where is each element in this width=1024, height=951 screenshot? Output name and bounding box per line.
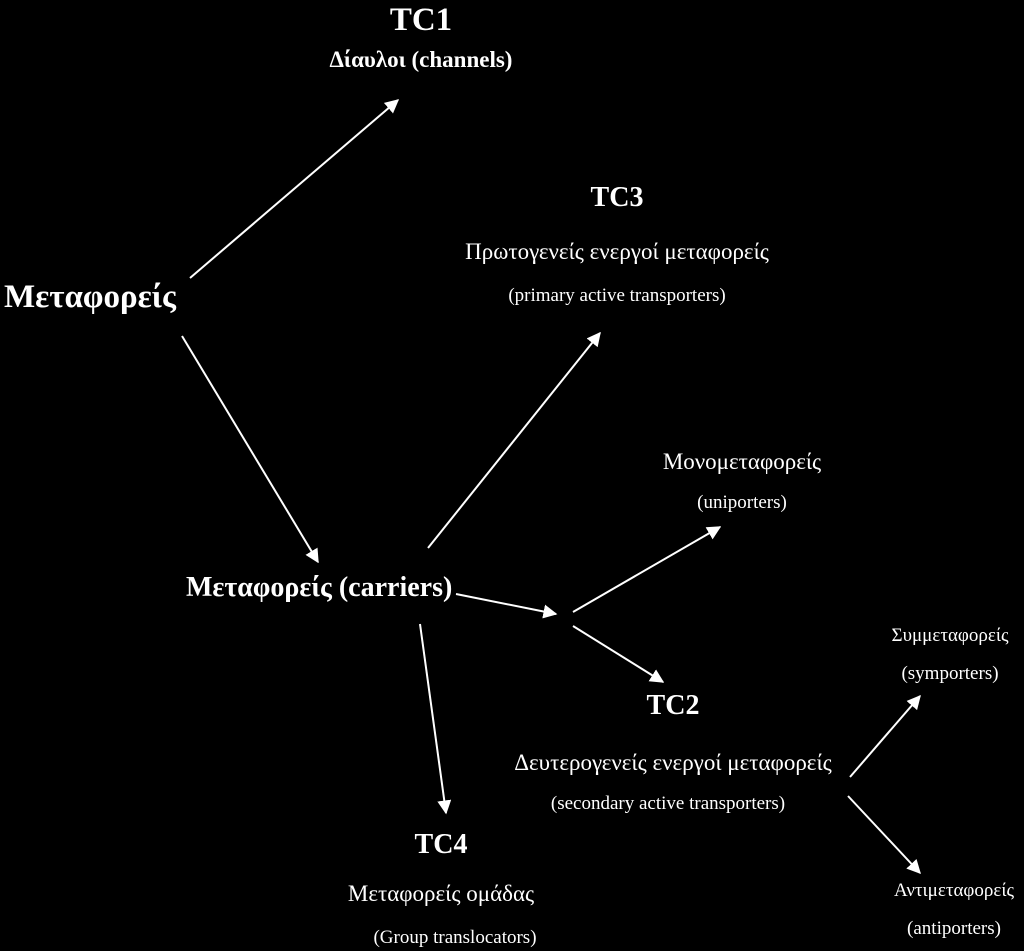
antiporters-english: (antiporters) <box>907 918 1001 939</box>
arrow-tc2-to-antiporters <box>847 795 921 875</box>
uniporters-name: Μονομεταφορείς <box>662 449 822 474</box>
tc2-name: Δευτερογενείς ενεργοί μεταφορείς <box>514 750 832 775</box>
tc2-code: TC2 <box>646 690 700 721</box>
tc3-english: (primary active transporters) <box>508 285 726 306</box>
tc4-name: Μεταφορείς ομάδας <box>347 881 535 906</box>
tc3-code: TC3 <box>590 182 644 213</box>
tc3-name: Πρωτογενείς ενεργοί μεταφορείς <box>465 239 769 264</box>
tc1-name: Δίαυλοι (channels) <box>329 47 513 72</box>
carriers-label: Μεταφορείς (carriers) <box>186 572 453 603</box>
arrow-branch-to-tc2 <box>572 625 665 683</box>
tc1-code: TC1 <box>389 2 453 38</box>
symporters-english: (symporters) <box>901 663 999 684</box>
arrow-carriers-to-branch <box>455 593 558 619</box>
tc4-code: TC4 <box>414 829 468 860</box>
tc4-english: (Group translocators) <box>373 927 537 948</box>
antiporters-name: Αντιμεταφορείς <box>894 880 1014 901</box>
arrow-branch-to-uniporters <box>572 526 722 613</box>
symporters-name: Συμμεταφορείς <box>891 625 1009 646</box>
uniporters-english: (uniporters) <box>697 492 787 513</box>
arrow-carriers-to-tc4 <box>419 623 452 815</box>
arrow-tc2-to-symporters <box>849 694 921 778</box>
arrow-root-to-tc1 <box>189 99 400 279</box>
root-label: Μεταφορείς <box>4 279 176 315</box>
tc2-english: (secondary active transporters) <box>550 793 786 814</box>
arrow-carriers-to-tc3 <box>427 331 601 549</box>
arrow-root-to-carriers <box>181 335 319 564</box>
